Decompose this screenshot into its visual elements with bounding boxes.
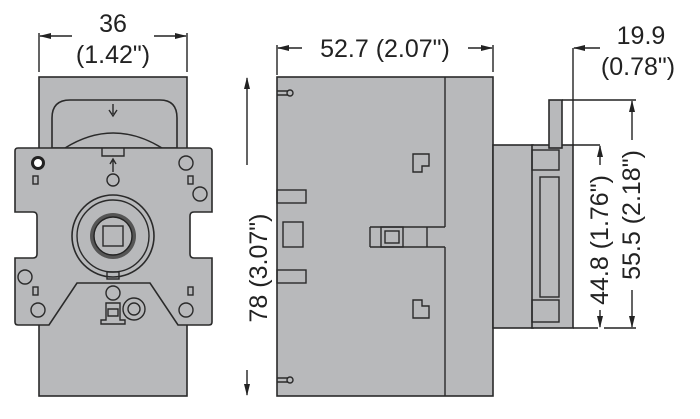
front-flange (492, 144, 534, 329)
width-inches: (1.42") (76, 41, 150, 69)
clip-square (412, 153, 430, 173)
slot-inner (384, 230, 400, 244)
square-shaft (102, 225, 124, 247)
hole-center (34, 159, 42, 167)
clip-square (412, 299, 430, 319)
side-view (276, 76, 574, 397)
panel-large-label: 55.5 (2.18") (618, 150, 646, 280)
depth-label: 52.7 (2.07") (320, 35, 450, 63)
hole (178, 302, 194, 318)
hole (106, 173, 120, 187)
panel-small-label: 44.8 (1.76") (586, 175, 614, 305)
dimension-width: 36 (1.42") (38, 10, 188, 72)
hub-latch (106, 271, 120, 280)
slot-block (380, 226, 404, 248)
slot (32, 286, 39, 296)
shaft-ring (93, 216, 133, 256)
hole (178, 155, 194, 171)
side-tab (282, 221, 304, 248)
top-latch (101, 148, 125, 157)
slot (187, 286, 194, 296)
height-label: 78 (3.07") (245, 214, 273, 323)
side-tab (276, 189, 307, 204)
pin (277, 90, 288, 96)
hole (17, 269, 33, 285)
slot (32, 175, 39, 185)
pin-head (286, 89, 294, 97)
pin-head (286, 376, 294, 384)
handle-detail (531, 299, 560, 323)
arrow-up-icon (109, 157, 117, 172)
dimension-height: 78 (3.07") (244, 77, 273, 396)
handle-detail (539, 176, 560, 298)
screw-head (127, 302, 141, 316)
handle-value: 19.9 (617, 22, 666, 50)
dimension-depth: 52.7 (2.07") (276, 35, 494, 75)
dimension-handle: 19.9 (0.78") (572, 22, 675, 145)
side-tab (276, 269, 307, 284)
hole (105, 285, 121, 301)
bottom-latch (100, 302, 126, 325)
handle-top (51, 99, 178, 149)
handle-detail (531, 149, 560, 171)
handle-arc (64, 132, 163, 149)
hole (192, 186, 208, 202)
width-value: 36 (99, 10, 127, 38)
dimension-panel: 44.8 (1.76") 55.5 (2.18") (562, 99, 646, 329)
slot (187, 175, 194, 185)
pin (277, 377, 288, 383)
arrow-down-icon (108, 104, 118, 118)
front-view (14, 76, 213, 397)
handle-rod (548, 99, 563, 149)
hole (30, 302, 46, 318)
handle-inches: (0.78") (601, 53, 675, 81)
screw (122, 297, 146, 321)
